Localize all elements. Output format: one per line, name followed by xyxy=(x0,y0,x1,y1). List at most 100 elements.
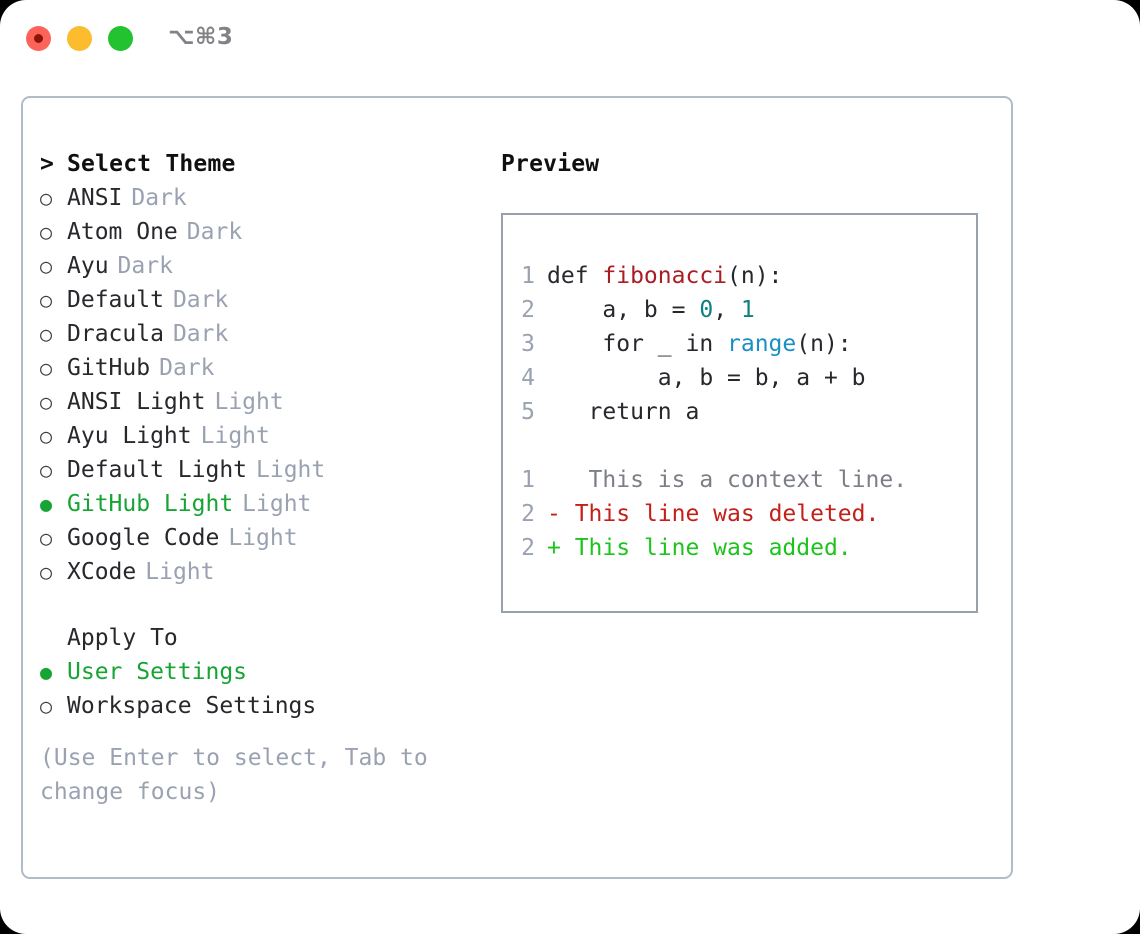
code-line: 5 return a xyxy=(521,399,976,433)
diff-text: This line was added. xyxy=(560,535,852,561)
radio-unselected-icon[interactable]: ○ xyxy=(40,254,53,278)
radio-unselected-icon[interactable]: ○ xyxy=(40,560,53,584)
code-diff-separator xyxy=(521,433,976,467)
close-window-button[interactable] xyxy=(26,26,51,51)
diff-marker: - xyxy=(547,501,561,527)
radio-selected-icon[interactable]: ● xyxy=(40,492,53,516)
theme-variant-badge: Dark xyxy=(131,185,187,211)
code-token: , xyxy=(713,297,741,323)
theme-name-label: GitHub xyxy=(67,355,151,381)
theme-name-label: ANSI xyxy=(67,185,123,211)
theme-variant-badge: Light xyxy=(242,491,312,517)
apply-to-list: ● User Settings ○ Workspace Settings xyxy=(40,659,490,727)
theme-variant-badge: Dark xyxy=(172,321,229,347)
theme-variant-badge: Light xyxy=(256,457,326,483)
code-line-number: 1 xyxy=(521,263,535,289)
page-title: Select Theme xyxy=(67,151,236,177)
keyboard-shortcut-label: ⌥⌘3 xyxy=(168,24,234,50)
code-token: range xyxy=(727,331,797,357)
theme-list-item[interactable]: ○ ANSI Light Light xyxy=(40,389,490,423)
theme-list-item[interactable]: ○ XCode Light xyxy=(40,559,490,593)
radio-unselected-icon[interactable]: ○ xyxy=(40,220,53,244)
diff-line: 2 + This line was added. xyxy=(521,535,976,569)
minimize-window-button[interactable] xyxy=(67,26,92,51)
diff-text: This line was deleted. xyxy=(560,501,880,527)
diff-marker xyxy=(547,467,561,493)
theme-variant-badge: Dark xyxy=(172,287,229,313)
radio-unselected-icon[interactable]: ○ xyxy=(40,356,53,380)
theme-picker-heading: > Select Theme xyxy=(40,151,490,185)
theme-list-item[interactable]: ○ Ayu Light Light xyxy=(40,423,490,457)
theme-name-label: ANSI Light xyxy=(67,389,206,415)
radio-unselected-icon[interactable]: ○ xyxy=(40,186,53,210)
title-bar: ⌥⌘3 xyxy=(0,0,1140,78)
radio-unselected-icon[interactable]: ○ xyxy=(40,424,53,448)
apply-to-list-item[interactable]: ● User Settings xyxy=(40,659,490,693)
theme-list-item[interactable]: ○ ANSI Dark xyxy=(40,185,490,219)
maximize-window-button[interactable] xyxy=(108,26,133,51)
diff-preview: 1 This is a context line.2- This line wa… xyxy=(521,467,976,569)
code-line: 1 def fibonacci(n): xyxy=(521,263,976,297)
apply-to-list-item[interactable]: ○ Workspace Settings xyxy=(40,693,490,727)
apply-to-heading: Apply To xyxy=(40,625,490,659)
theme-variant-badge: Light xyxy=(200,423,270,449)
code-line-number: 4 xyxy=(521,365,535,391)
keyboard-hint: (Use Enter to select, Tab to change focu… xyxy=(40,745,442,805)
theme-name-label: Ayu xyxy=(67,253,109,279)
radio-selected-icon[interactable]: ● xyxy=(40,660,53,684)
code-line: 2 a, b = 0, 1 xyxy=(521,297,976,331)
apply-to-title: Apply To xyxy=(67,625,178,651)
theme-variant-badge: Light xyxy=(145,559,215,585)
code-token: (n): xyxy=(727,263,783,289)
code-line-number: 5 xyxy=(521,399,535,425)
diff-line: 2- This line was deleted. xyxy=(521,501,976,535)
theme-name-label: Dracula xyxy=(67,321,164,347)
theme-name-label: GitHub Light xyxy=(67,491,234,517)
code-token: return a xyxy=(547,399,700,425)
theme-list-item[interactable]: ○ Dracula Dark xyxy=(40,321,490,355)
theme-list-item[interactable]: ○ GitHub Dark xyxy=(40,355,490,389)
caret-icon: > xyxy=(40,151,54,177)
theme-list-item[interactable]: ○ Atom One Dark xyxy=(40,219,490,253)
theme-list-item[interactable]: ● GitHub Light Light xyxy=(40,491,490,525)
theme-name-label: Atom One xyxy=(67,219,178,245)
radio-unselected-icon[interactable]: ○ xyxy=(40,390,53,414)
code-token: def xyxy=(547,263,603,289)
theme-variant-badge: Light xyxy=(214,389,284,415)
apply-to-label: Workspace Settings xyxy=(67,693,317,719)
theme-list-item[interactable]: ○ Ayu Dark xyxy=(40,253,490,287)
radio-unselected-icon[interactable]: ○ xyxy=(40,322,53,346)
code-token: 1 xyxy=(740,297,755,323)
diff-line-number: 1 xyxy=(521,467,535,493)
theme-variant-badge: Dark xyxy=(159,355,215,381)
code-token: fibonacci xyxy=(602,263,728,289)
diff-line-number: 2 xyxy=(521,535,535,561)
code-token: (n): xyxy=(796,331,852,357)
apply-to-label: User Settings xyxy=(67,659,248,685)
radio-unselected-icon[interactable]: ○ xyxy=(40,526,53,550)
radio-unselected-icon[interactable]: ○ xyxy=(40,458,53,482)
code-token: for _ in xyxy=(547,331,728,357)
theme-name-label: XCode xyxy=(67,559,137,585)
code-line-number: 2 xyxy=(521,297,535,323)
radio-unselected-icon[interactable]: ○ xyxy=(40,694,53,718)
theme-variant-badge: Dark xyxy=(186,219,243,245)
diff-marker: + xyxy=(547,535,561,561)
theme-variant-badge: Dark xyxy=(117,253,173,279)
diff-text: This is a context line. xyxy=(560,467,908,493)
preview-title: Preview xyxy=(501,151,600,177)
code-token: a, b = b, a + b xyxy=(547,365,866,391)
diff-line: 1 This is a context line. xyxy=(521,467,976,501)
theme-name-label: Ayu Light xyxy=(67,423,192,449)
diff-line-number: 2 xyxy=(521,501,535,527)
radio-unselected-icon[interactable]: ○ xyxy=(40,288,53,312)
